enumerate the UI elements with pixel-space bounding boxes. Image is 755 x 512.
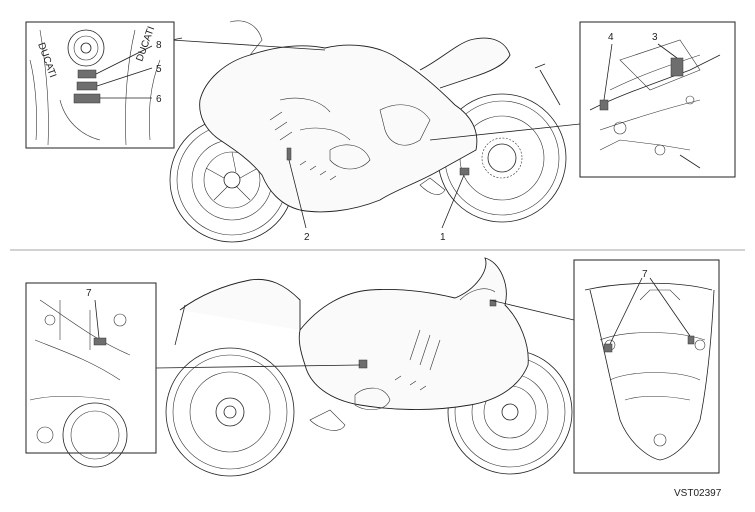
sticker-7-inset-right-b <box>687 335 695 345</box>
callout-3: 3 <box>652 32 658 43</box>
sticker-6 <box>73 93 101 104</box>
sticker-7-bike-side <box>358 359 368 369</box>
sticker-1 <box>459 167 470 176</box>
sticker-8 <box>77 69 97 79</box>
callout-4: 4 <box>608 32 614 43</box>
figure-code: VST02397 <box>674 488 722 499</box>
tail-section <box>419 37 511 89</box>
callout-6: 6 <box>156 94 162 105</box>
top-left-bike <box>169 20 567 243</box>
tail-bottom <box>179 278 301 330</box>
sticker-2 <box>286 147 292 161</box>
sticker-5 <box>76 81 98 91</box>
callout-5: 5 <box>156 64 162 75</box>
callout-7-right: 7 <box>642 269 648 280</box>
callout-1: 1 <box>440 232 446 243</box>
inset-tank: DUCATI DUCATI <box>25 21 326 149</box>
callout-2: 2 <box>304 232 310 243</box>
sticker-7-inset-right-a <box>603 343 613 353</box>
sticker-4 <box>599 99 609 111</box>
bottom-bike <box>165 257 573 477</box>
inset-front <box>489 259 720 474</box>
fairing-outline-bottom <box>298 257 529 410</box>
rear-wheel-bottom <box>165 347 295 477</box>
callout-7-left: 7 <box>86 288 92 299</box>
sticker-7-bike-front <box>489 299 497 307</box>
callout-8: 8 <box>156 40 162 51</box>
inset-frame <box>429 21 736 178</box>
inset-swingarm <box>25 282 361 468</box>
sticker-7-inset-left <box>93 337 107 346</box>
sticker-3 <box>670 57 684 77</box>
fairing-outline <box>199 44 478 213</box>
